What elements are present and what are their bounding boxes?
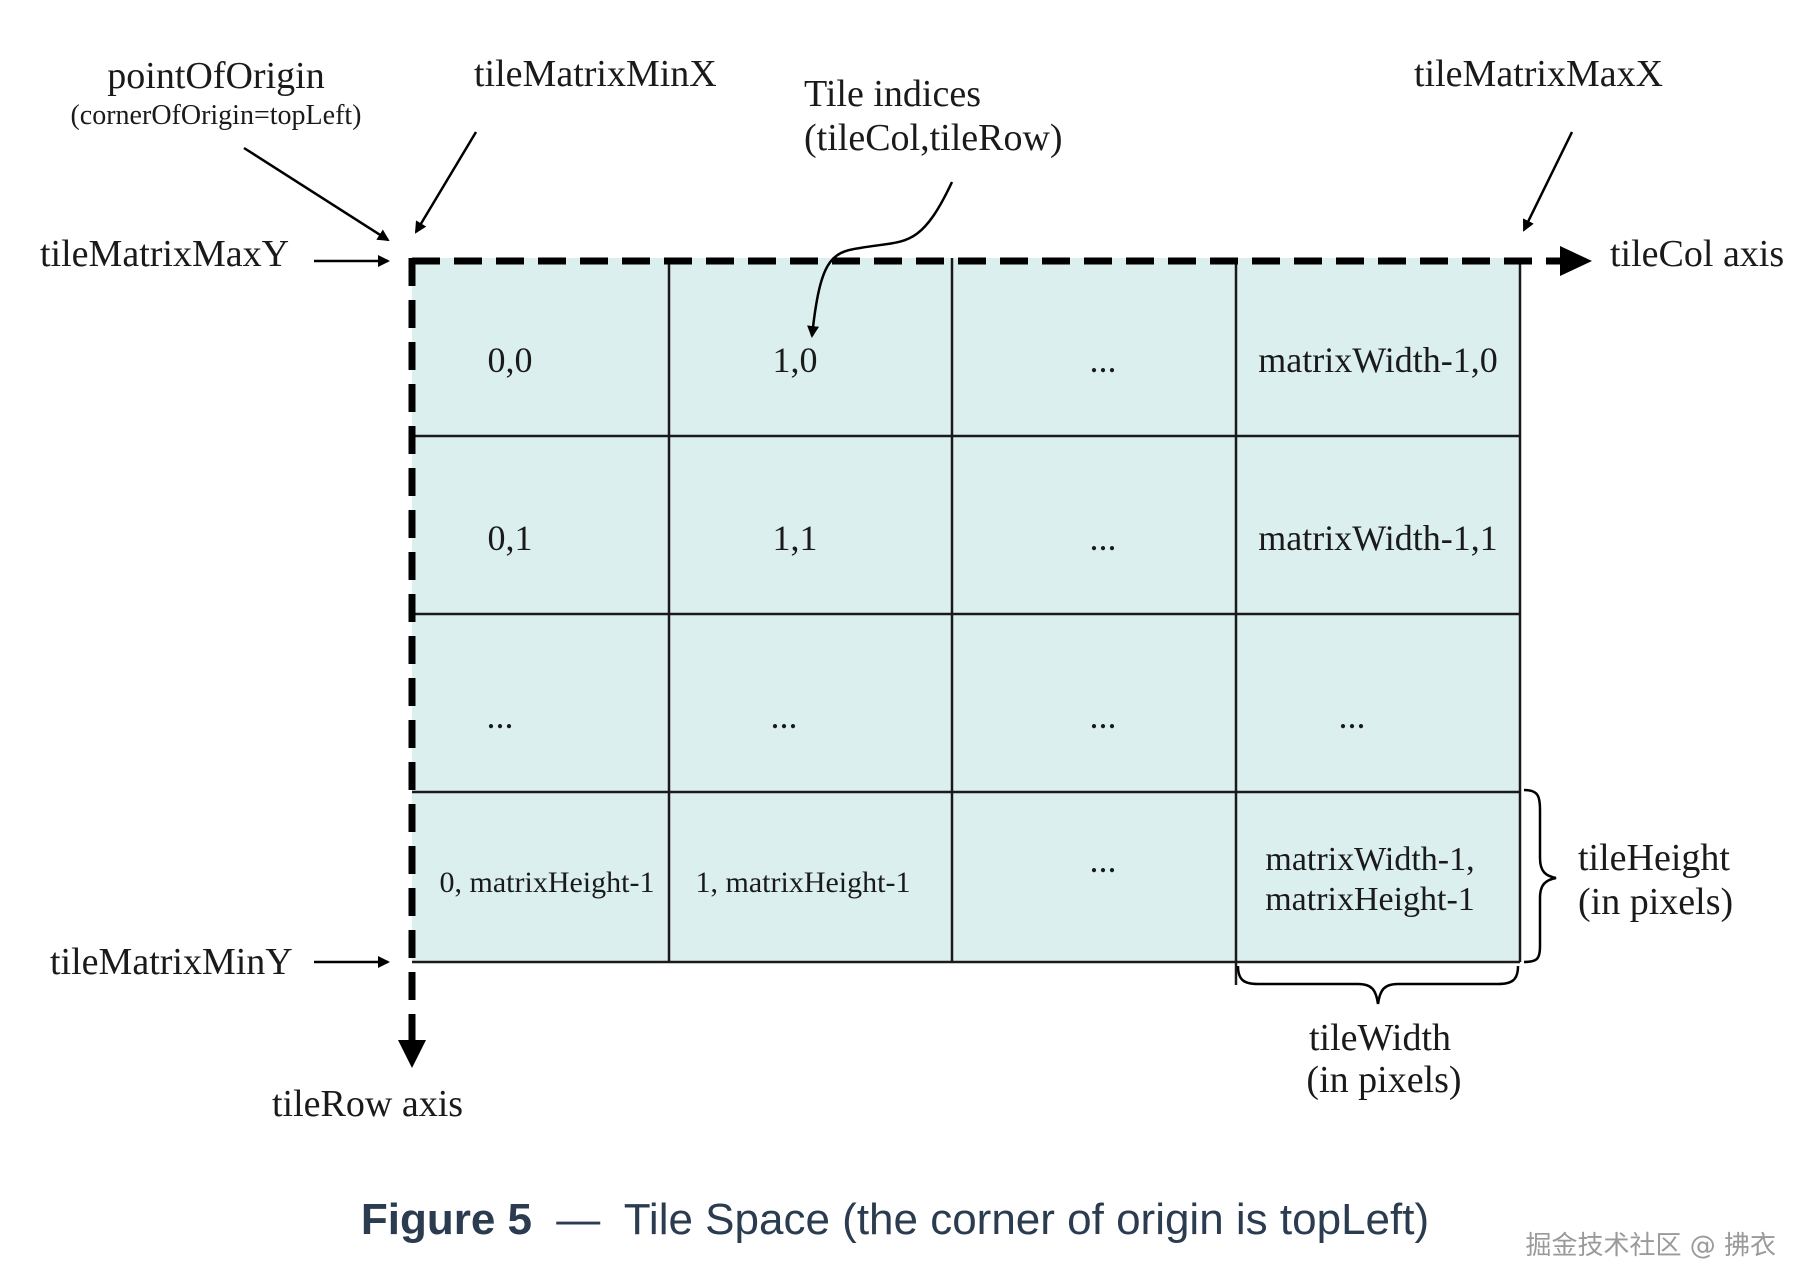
max-x-arrow [1522, 131, 1574, 232]
caption-separator: — [556, 1195, 600, 1244]
origin-arrow [243, 146, 390, 242]
tile-matrix-max-x-label: tileMatrixMaxX [1414, 53, 1663, 95]
tile-width-unit-label: (in pixels) [1306, 1059, 1461, 1101]
tile-matrix-min-x-label: tileMatrixMinX [474, 53, 717, 95]
tile-cell: matrixWidth-1,0 [1258, 340, 1498, 380]
tile-width-brace [1236, 965, 1520, 1005]
tile-cell: ... [771, 696, 798, 736]
corner-of-origin-label: (cornerOfOrigin=topLeft) [70, 100, 361, 131]
tile-indices-sub-label: (tileCol,tileRow) [804, 117, 1063, 159]
watermark: 掘金技术社区 @ 拂衣 [1525, 1231, 1776, 1261]
tile-grid-background [412, 258, 1520, 962]
tile-cell: 0,0 [488, 340, 533, 380]
tile-cells: 0,0 1,0 ... matrixWidth-1,0 0,1 1,1 ... … [440, 340, 1498, 918]
tile-height-label: tileHeight [1578, 837, 1730, 879]
tilecol-axis-arrowhead [1560, 246, 1592, 276]
tile-cell-line: matrixHeight-1 [1265, 881, 1475, 918]
tile-cell: ... [1090, 340, 1117, 380]
tile-grid-lines [412, 258, 1522, 985]
tile-indices-arrow [807, 181, 954, 338]
tile-width-label: tileWidth [1309, 1017, 1451, 1059]
point-of-origin-label: pointOfOrigin [107, 55, 324, 97]
tile-cell: ... [1090, 518, 1117, 558]
tile-cell: ... [487, 696, 514, 736]
tile-cell: ... [1090, 840, 1117, 880]
tile-cell: ... [1090, 696, 1117, 736]
tile-matrix-max-y-label: tileMatrixMaxY [40, 233, 289, 275]
tile-cell: ... [1339, 696, 1366, 736]
tilerow-axis-arrowhead [398, 1040, 426, 1068]
figure-label: Figure 5 [361, 1195, 532, 1244]
tile-cell-multiline: matrixWidth-1,matrixHeight-1 [1265, 841, 1475, 918]
tile-cell-line: matrixWidth-1, [1265, 841, 1474, 878]
figure-caption: Figure 5 — Tile Space (the corner of ori… [361, 1195, 1429, 1244]
tile-height-unit-label: (in pixels) [1578, 881, 1733, 923]
tile-cell: 1,1 [773, 518, 818, 558]
tile-matrix-min-y-label: tileMatrixMinY [50, 941, 293, 983]
tile-indices-label: Tile indices [804, 73, 981, 115]
tile-cell: 0, matrixHeight-1 [440, 866, 655, 899]
tile-height-brace [1523, 788, 1557, 964]
caption-text: Tile Space (the corner of origin is topL… [624, 1195, 1429, 1244]
min-x-arrow [414, 131, 478, 234]
tile-row-axis-label: tileRow axis [272, 1083, 463, 1125]
tile-cell: 1, matrixHeight-1 [696, 866, 911, 899]
tile-cell: 1,0 [773, 340, 818, 380]
tile-cell: matrixWidth-1,1 [1258, 518, 1498, 558]
tile-col-axis-label: tileCol axis [1610, 233, 1784, 275]
tile-cell: 0,1 [488, 518, 533, 558]
